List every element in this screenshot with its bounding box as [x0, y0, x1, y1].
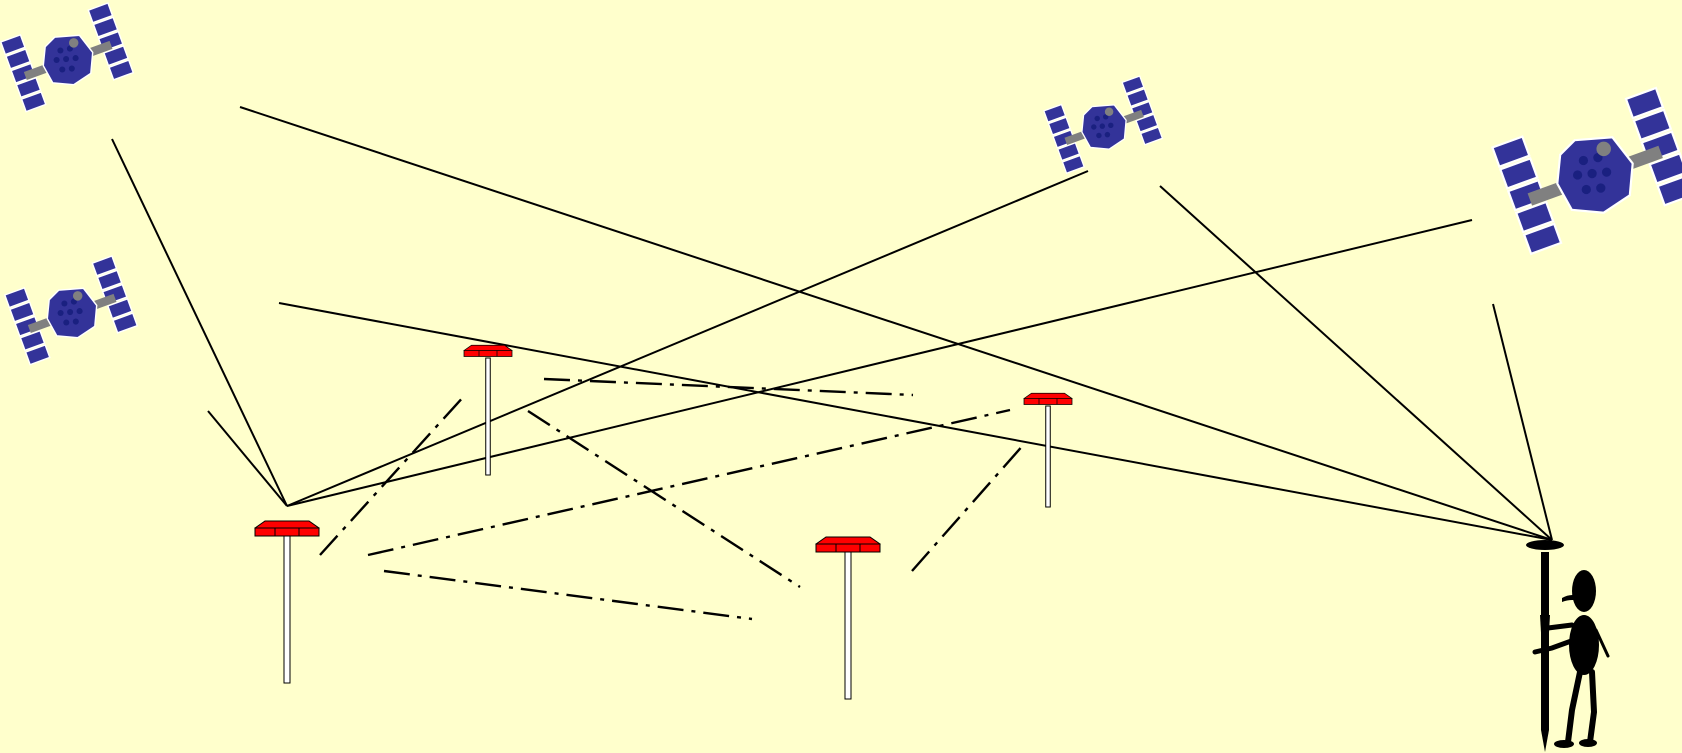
- satellite-1 satellite-icon: [0, 2, 134, 113]
- signal-line-4: [286, 219, 1473, 507]
- baseline-line-6: [911, 442, 1026, 572]
- baseline-line-1: [319, 394, 466, 556]
- satellites: [0, 2, 1682, 366]
- base-station-3 tripod-antenna-icon: [815, 536, 881, 700]
- signal-line-6: [278, 302, 1553, 541]
- signal-line-8: [1492, 303, 1553, 541]
- signal-lines: [111, 106, 1553, 541]
- satellite-4 satellite-icon: [1491, 86, 1682, 255]
- rover-surveyor: [1526, 540, 1610, 752]
- signal-line-2: [207, 410, 288, 507]
- base-station-4 tripod-antenna-icon: [1023, 392, 1073, 508]
- baseline-line-5: [527, 409, 801, 589]
- baseline-line-3: [367, 408, 1011, 557]
- signal-line-1: [111, 138, 288, 507]
- satellite-3 satellite-icon: [1043, 75, 1164, 174]
- signal-line-7: [1159, 185, 1553, 541]
- base-station-2 tripod-antenna-icon: [463, 344, 513, 476]
- signal-line-3: [286, 170, 1089, 507]
- baseline-line-2: [543, 377, 914, 397]
- baseline-line-4: [383, 569, 753, 621]
- base-stations: [254, 344, 1073, 700]
- person-with-gps-pole-icon: [1526, 540, 1610, 752]
- baseline-lines: [319, 377, 1026, 621]
- base-station-1 tripod-antenna-icon: [254, 520, 320, 684]
- satellite-2 satellite-icon: [4, 255, 138, 366]
- signal-line-5: [239, 106, 1553, 541]
